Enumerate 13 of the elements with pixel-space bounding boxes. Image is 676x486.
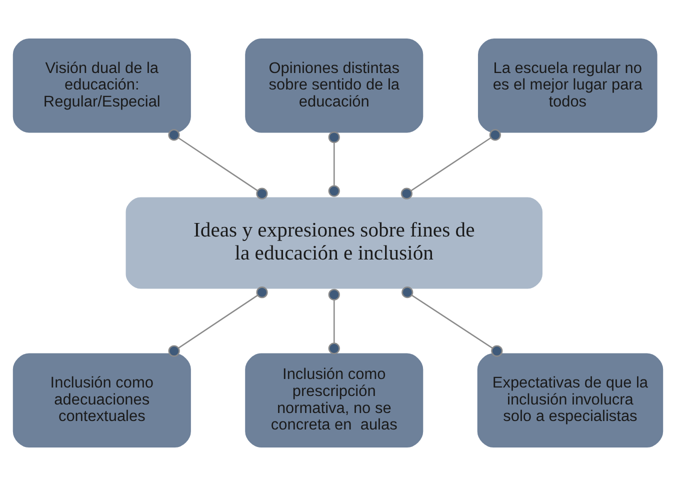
connector (168, 129, 268, 200)
node-box: Inclusión como prescripción normativa, no se concreta en aulas (245, 353, 424, 448)
node-box: Ideas y expresiones sobre fines de la educación e inclusión (124, 196, 544, 290)
node-box: Expectativas de que la inclusión involucra solo a especialistas (477, 353, 664, 448)
connector (400, 129, 501, 200)
node-box: Opiniones distintas sobre sentido de la educación (245, 38, 424, 133)
connector (328, 288, 340, 354)
connector (168, 286, 268, 357)
node-box: La escuela regular no es el mejor lugar para todos (478, 38, 658, 133)
connector (402, 286, 503, 357)
connector (328, 131, 340, 197)
node-box: Inclusión como adecuaciones contextuales (12, 353, 191, 448)
node-box: Visión dual de la educación: Regular/Especial (12, 38, 191, 133)
